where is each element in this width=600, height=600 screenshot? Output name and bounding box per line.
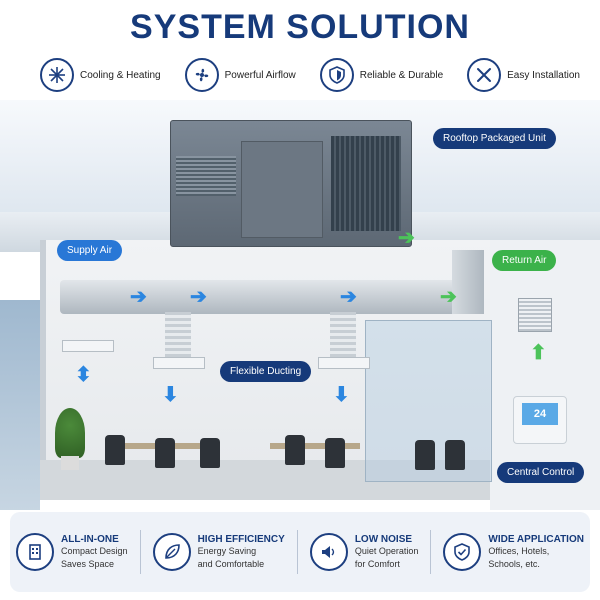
benefit-title: WIDE APPLICATION — [488, 533, 584, 545]
office-chair — [445, 440, 465, 470]
benefit-low-noise: LOW NOISE Quiet Operation for Comfort — [309, 533, 419, 571]
down-arrow-2: ⬇ — [333, 384, 350, 406]
office-chair — [325, 438, 345, 468]
benefit-line: Offices, Hotels, — [488, 545, 550, 556]
feature-installation: Easy Installation — [467, 58, 580, 92]
meeting-table — [270, 443, 360, 449]
building-icon — [16, 533, 54, 571]
divider — [430, 530, 432, 574]
fan-icon — [184, 58, 219, 92]
benefit-line: Quiet Operation — [354, 545, 419, 556]
benefit-line: Energy Saving — [197, 545, 257, 556]
divider — [296, 530, 298, 574]
ceiling-diffuser-1 — [153, 357, 205, 369]
feature-label: Easy Installation — [507, 69, 580, 81]
feature-row: Cooling & Heating Powerful Airflow Relia… — [40, 58, 580, 92]
return-arrow-1: ➔ — [398, 227, 415, 249]
ceiling-diffuser-2 — [318, 357, 370, 369]
benefit-line: and Comfortable — [197, 558, 265, 569]
benefit-title: LOW NOISE — [354, 533, 413, 545]
feature-reliable: Reliable & Durable — [319, 58, 444, 92]
shield-check-icon — [443, 533, 482, 571]
feature-label: Cooling & Heating — [80, 69, 161, 81]
callout-central-control: Central Control — [497, 462, 585, 483]
benefit-all-in-one: ALL-IN-ONE Compact Design Saves Space — [16, 533, 128, 571]
benefit-line: for Comfort — [354, 558, 400, 569]
speaker-icon — [309, 533, 348, 571]
office-chair — [105, 435, 125, 465]
feature-airflow: Powerful Airflow — [184, 58, 296, 92]
supply-arrow-1: ➔ — [130, 286, 147, 308]
benefit-line: Compact Design — [61, 545, 128, 556]
divider — [139, 530, 141, 574]
return-arrow-up: ⬆ — [530, 342, 547, 364]
benefit-line: Schools, etc. — [488, 558, 540, 569]
unit-grille — [176, 156, 236, 196]
thermostat: 24 — [513, 396, 567, 444]
updown-arrow: ⬍ — [75, 364, 92, 386]
supply-duct — [60, 280, 460, 314]
office-chair — [155, 438, 175, 468]
return-air-grille — [518, 298, 552, 332]
supply-arrow-2: ➔ — [190, 286, 207, 308]
callout-rooftop-unit: Rooftop Packaged Unit — [433, 128, 556, 149]
benefit-efficiency: HIGH EFFICIENCY Energy Saving and Comfor… — [152, 533, 285, 571]
office-window — [0, 300, 40, 510]
feature-label: Reliable & Durable — [359, 69, 444, 81]
potted-plant — [55, 408, 85, 458]
system-diagram: ➔ ➔ ➔ ⬇ ⬇ ⬍ ➔ ➔ ⬆ 24 Rooftop Packaged Un… — [0, 100, 600, 510]
office-chair — [200, 438, 220, 468]
flexible-duct-1 — [165, 312, 191, 357]
snowflake-sun-icon — [40, 58, 74, 92]
return-duct — [452, 250, 484, 314]
benefit-title: HIGH EFFICIENCY — [197, 533, 285, 545]
return-arrow-2: ➔ — [440, 286, 457, 308]
rooftop-unit — [170, 120, 412, 247]
supply-arrow-3: ➔ — [340, 286, 357, 308]
thermostat-display: 24 — [522, 403, 558, 425]
flexible-duct-2 — [330, 312, 356, 357]
shield-icon — [319, 58, 354, 92]
page-title: SYSTEM SOLUTION — [130, 8, 470, 46]
feature-label: Powerful Airflow — [224, 69, 296, 81]
callout-supply-air: Supply Air — [57, 240, 123, 261]
leaf-icon — [152, 533, 191, 571]
benefit-title: ALL-IN-ONE — [61, 533, 119, 545]
tools-icon — [467, 58, 502, 92]
benefit-line: Saves Space — [61, 558, 115, 569]
feature-cooling-heating: Cooling & Heating — [40, 58, 161, 92]
plant-pot — [61, 456, 79, 470]
callout-flexible-ducting: Flexible Ducting — [220, 361, 312, 382]
ceiling-diffuser-3 — [62, 340, 114, 352]
callout-return-air: Return Air — [492, 250, 557, 271]
condenser-coil — [331, 136, 401, 231]
unit-access-panel — [241, 141, 323, 238]
down-arrow-1: ⬇ — [162, 384, 179, 406]
benefits-bar: ALL-IN-ONE Compact Design Saves Space HI… — [10, 512, 590, 592]
benefit-wide-application: WIDE APPLICATION Offices, Hotels, School… — [443, 533, 584, 571]
office-chair — [415, 440, 435, 470]
office-chair — [285, 435, 305, 465]
